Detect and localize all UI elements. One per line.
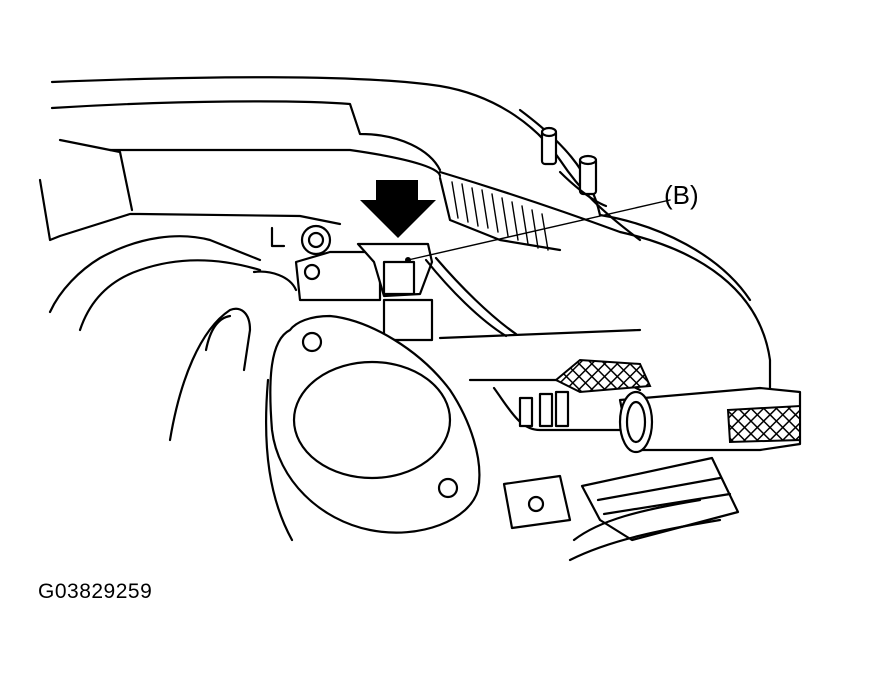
thermostat-flange (269, 314, 481, 534)
hose-lower (568, 456, 740, 562)
mounting-studs (540, 126, 608, 208)
engine-block-outline (48, 235, 298, 542)
hose-right (618, 386, 802, 454)
bracket-assembly (294, 242, 434, 342)
hose-upper (554, 358, 652, 394)
wire-harness (424, 256, 518, 338)
ribbed-section (438, 176, 562, 252)
indicator-arrow (360, 180, 436, 238)
figure-id: G03829259 (38, 580, 153, 603)
callout-leader-line (405, 199, 671, 263)
bolt-l (270, 224, 332, 256)
callout-label-b: (B) (664, 180, 699, 210)
lower-bracket (502, 474, 572, 530)
intake-manifold-outline (38, 76, 772, 392)
